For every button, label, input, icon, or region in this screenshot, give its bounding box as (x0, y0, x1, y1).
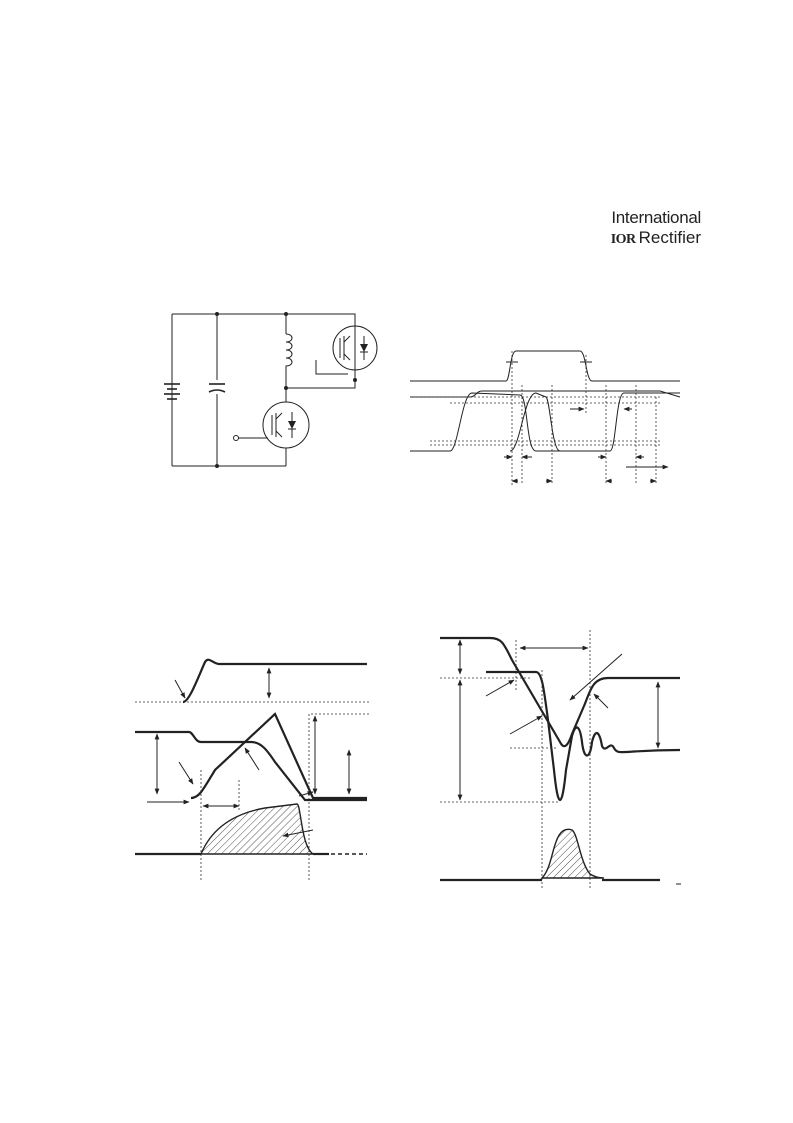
circuit-wires (171, 313, 356, 467)
voltage-current-traces (135, 712, 370, 802)
reference-lines (410, 351, 660, 485)
dimension-arrows (457, 639, 661, 801)
collector-waveform (410, 390, 681, 452)
ior-mark: IOR (610, 232, 636, 247)
circuit-nodes (215, 312, 357, 468)
battery-symbol (164, 383, 180, 400)
logo-line-international: International (611, 208, 701, 227)
test-circuit-diagram (164, 312, 378, 468)
turn-off-waveform (135, 658, 370, 880)
gate-voltage-trace (135, 658, 370, 704)
switching-time-waveform (410, 350, 681, 485)
dimension-arrows (147, 667, 352, 838)
capacitor-symbol (208, 383, 226, 393)
logo-rectifier-text: Rectifier (638, 228, 701, 247)
diode-recovery-waveform (440, 630, 681, 890)
recovery-charge-area (440, 828, 681, 885)
timing-arrows (504, 406, 669, 484)
current-trace (440, 636, 681, 802)
igbt-lower (233, 401, 310, 449)
inductor-symbol (285, 333, 293, 370)
energy-loss-area (135, 803, 367, 856)
gate-waveform (410, 350, 680, 382)
vertical-markers (200, 714, 310, 880)
igbt-upper (332, 325, 378, 371)
reference-lines (440, 630, 591, 890)
